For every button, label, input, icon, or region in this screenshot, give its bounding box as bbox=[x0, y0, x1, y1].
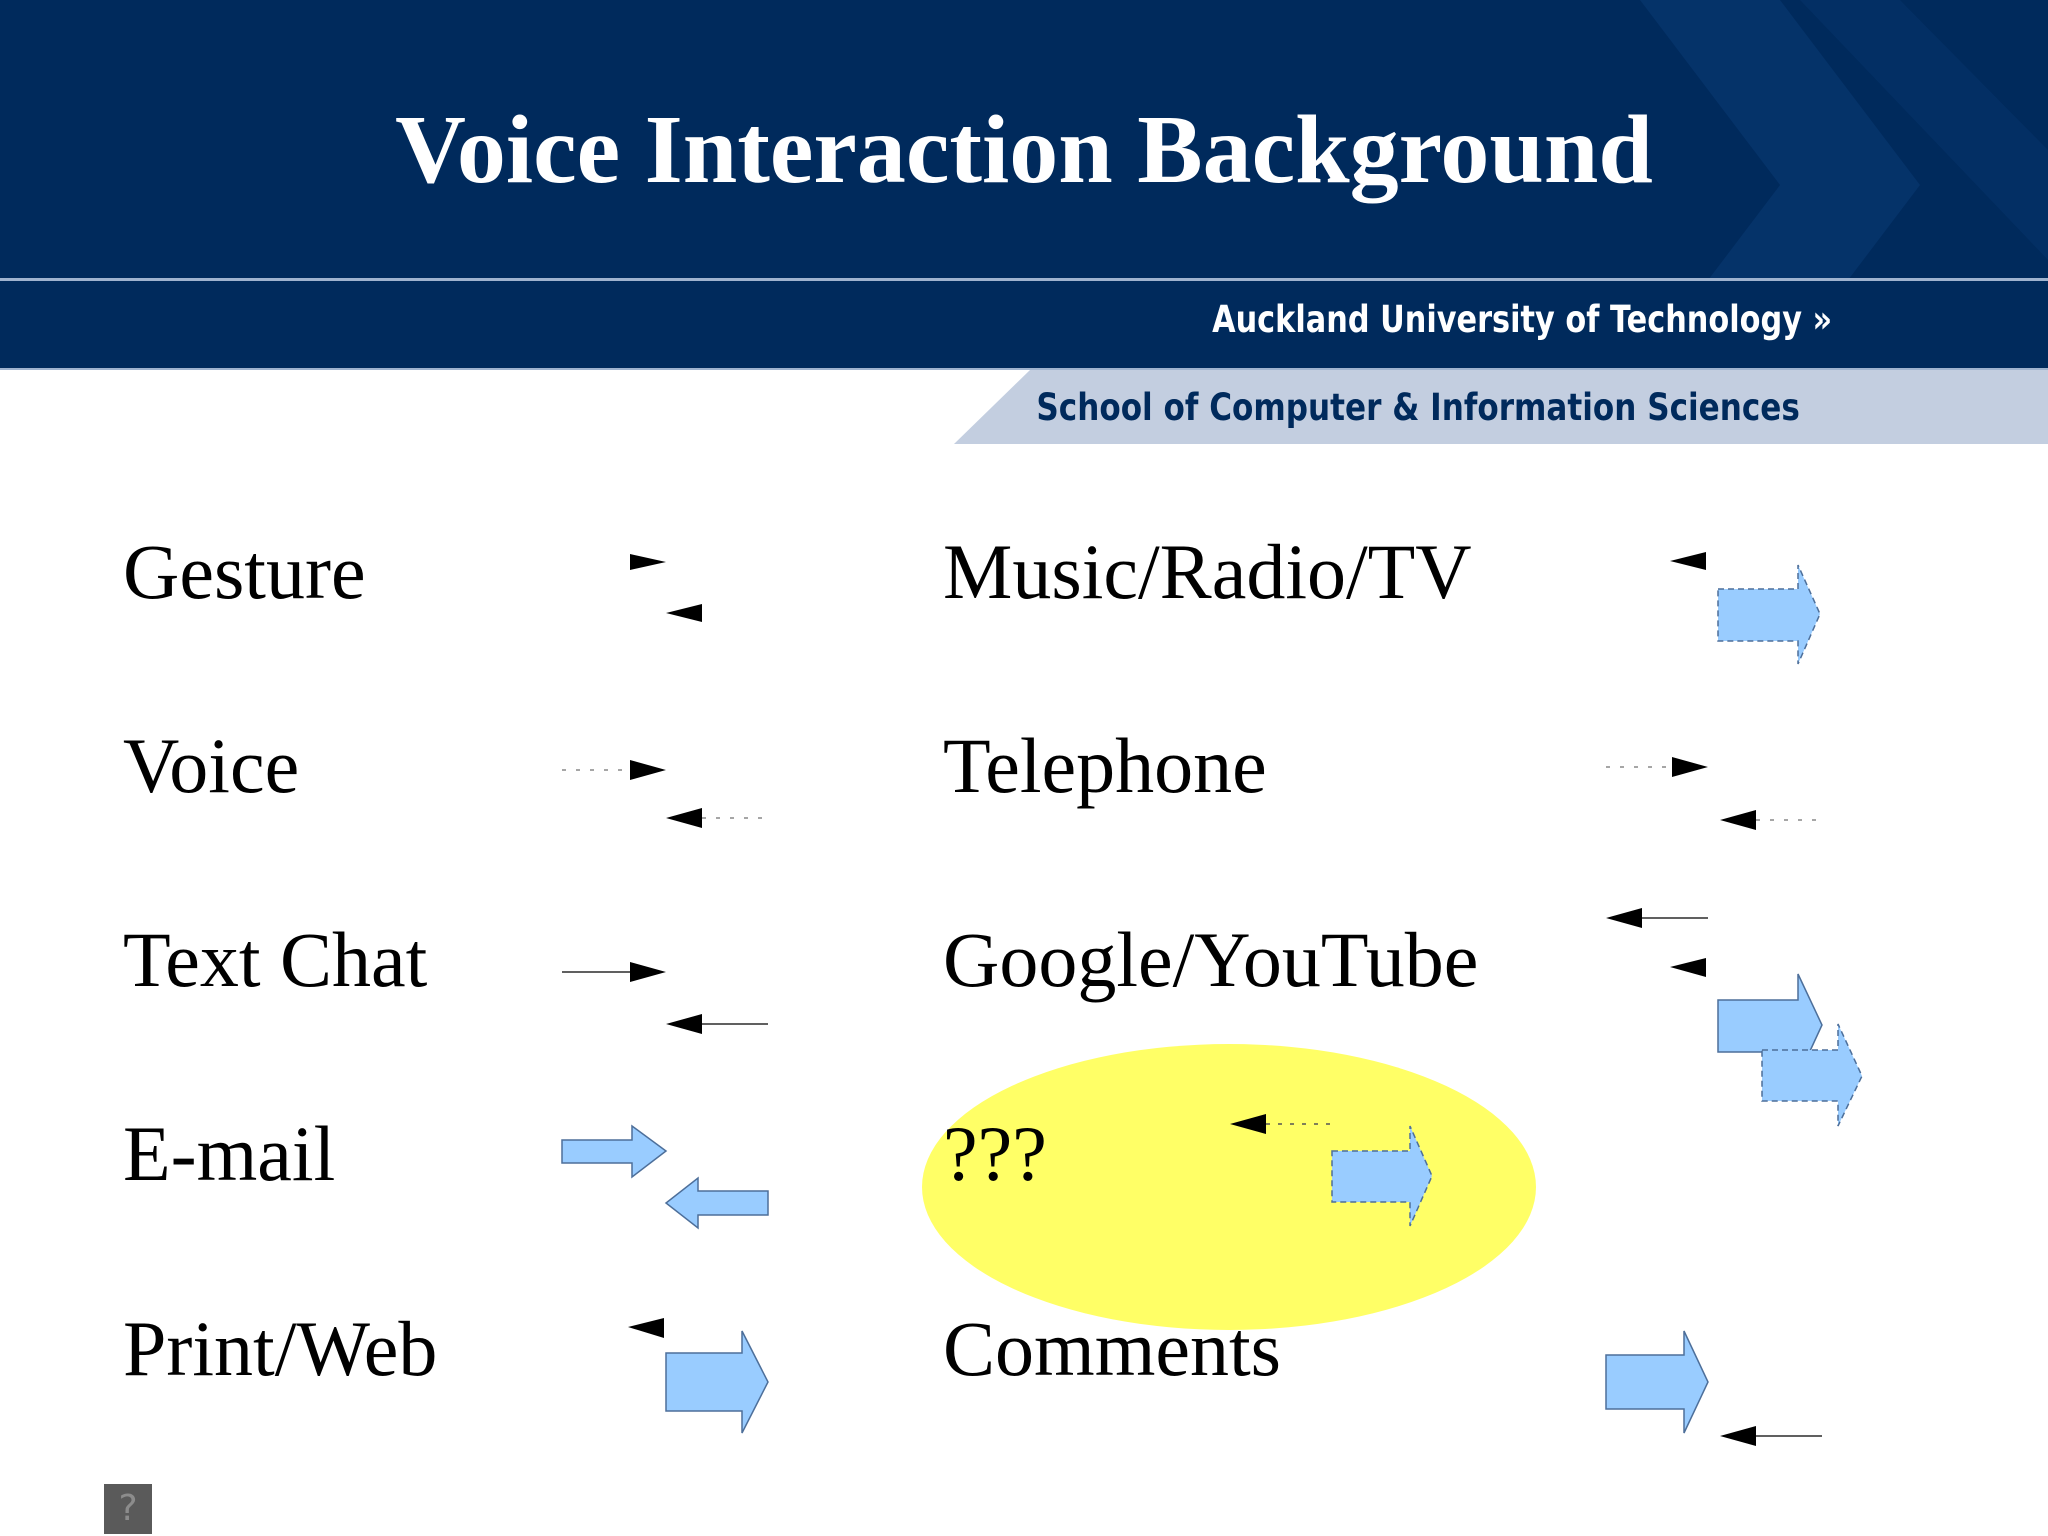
arrow-right-icon bbox=[1606, 757, 1708, 777]
item-print-web: Print/Web bbox=[123, 1305, 438, 1392]
block-arrow-left-icon bbox=[664, 1176, 769, 1230]
item-google-youtube: Google/YouTube bbox=[943, 916, 1479, 1003]
arrow-left-icon bbox=[1230, 1114, 1332, 1134]
block-arrow-right-icon bbox=[1605, 1330, 1709, 1434]
arrow-right-icon bbox=[562, 962, 666, 982]
arrow-left-icon bbox=[666, 1014, 768, 1034]
item-unknown: ??? bbox=[943, 1110, 1047, 1197]
header-banner bbox=[0, 0, 2048, 370]
arrow-right-icon bbox=[630, 554, 666, 570]
school-band bbox=[954, 370, 2048, 444]
arrow-left-icon bbox=[1606, 908, 1708, 928]
arrow-right-icon bbox=[562, 760, 666, 780]
arrow-left-icon bbox=[666, 604, 702, 622]
slide-title: Voice Interaction Background bbox=[395, 96, 1653, 204]
item-voice: Voice bbox=[123, 722, 300, 809]
item-email: E-mail bbox=[123, 1110, 336, 1197]
item-music-radio-tv: Music/Radio/TV bbox=[943, 528, 1472, 615]
arrow-left-icon bbox=[1720, 1426, 1822, 1446]
item-text-chat: Text Chat bbox=[123, 916, 428, 1003]
highlight-ellipse bbox=[922, 1044, 1536, 1330]
question-mark-icon: ? bbox=[118, 1488, 138, 1529]
block-arrow-right-icon bbox=[1717, 564, 1821, 665]
item-gesture: Gesture bbox=[123, 528, 366, 615]
block-arrow-right-icon bbox=[561, 1124, 668, 1179]
arrow-left-icon bbox=[1670, 958, 1706, 977]
block-arrow-right-icon bbox=[665, 1330, 769, 1434]
university-name: Auckland University of Technology » bbox=[1211, 298, 1832, 341]
arrow-left-icon bbox=[666, 808, 768, 828]
arrow-left-icon bbox=[1670, 552, 1706, 570]
help-button[interactable]: ? bbox=[104, 1484, 152, 1534]
block-arrow-right-icon bbox=[1761, 1023, 1863, 1127]
block-arrow-right-icon bbox=[1331, 1125, 1433, 1227]
arrow-left-icon bbox=[628, 1318, 664, 1338]
item-comments: Comments bbox=[943, 1305, 1282, 1392]
arrow-left-icon bbox=[1720, 810, 1822, 830]
school-name: School of Computer & Information Science… bbox=[1036, 386, 1800, 429]
item-telephone: Telephone bbox=[943, 722, 1267, 809]
